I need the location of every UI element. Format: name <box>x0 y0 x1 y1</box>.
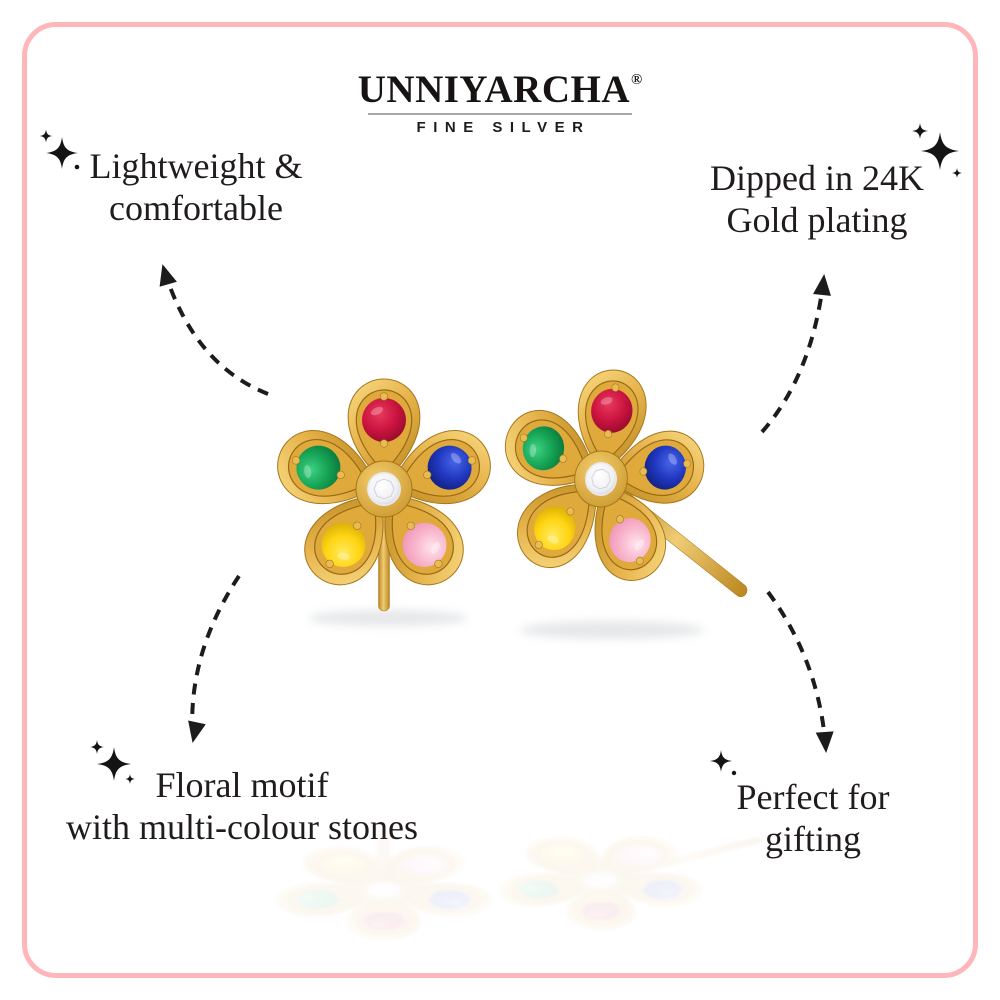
earring-shadow <box>308 610 704 639</box>
feature-bottom-right: Perfect for gifting <box>660 776 966 860</box>
brand-tagline: FINE SILVER <box>416 119 591 136</box>
feature-line: Gold plating <box>726 200 908 240</box>
arrow-top-left <box>161 265 269 396</box>
arrowhead-bottom-left <box>183 720 206 745</box>
logo-divider <box>368 113 632 115</box>
feature-line: gifting <box>765 819 861 859</box>
brand-logo: UNNIYARCHA® FINE SILVER <box>0 70 1000 135</box>
feature-line: comfortable <box>109 188 283 228</box>
brand-wordmark: UNNIYARCHA <box>357 68 631 111</box>
arrow-bottom-right <box>766 590 828 752</box>
feature-bottom-left: Floral motif with multi-colour stones <box>18 764 466 848</box>
feature-line: with multi-colour stones <box>66 807 418 847</box>
arrowhead-top-left <box>153 261 177 287</box>
arrowhead-top-right <box>813 273 834 296</box>
right-earring <box>476 353 780 613</box>
feature-top-left: Lightweight & comfortable <box>40 145 352 229</box>
feature-line: Dipped in 24K <box>710 158 924 198</box>
arrow-top-right <box>760 275 826 434</box>
sparkle-bottom-right-icon <box>710 750 737 776</box>
left-earring-reflection <box>268 835 499 939</box>
arrowhead-bottom-right <box>815 731 836 754</box>
arrow-bottom-left <box>190 574 241 742</box>
sparkle-bottom-left-icon <box>90 740 135 784</box>
registered-trademark-icon: ® <box>631 72 643 88</box>
feature-line: Lightweight & <box>89 146 303 186</box>
left-earring <box>268 379 499 611</box>
sparkle-top-right-icon <box>912 123 962 178</box>
feature-line: Perfect for <box>736 777 890 817</box>
feature-line: Floral motif <box>155 765 329 805</box>
sparkle-top-left-icon <box>39 129 80 170</box>
right-earring-reflection <box>492 830 765 929</box>
feature-top-right: Dipped in 24K Gold plating <box>664 157 970 241</box>
